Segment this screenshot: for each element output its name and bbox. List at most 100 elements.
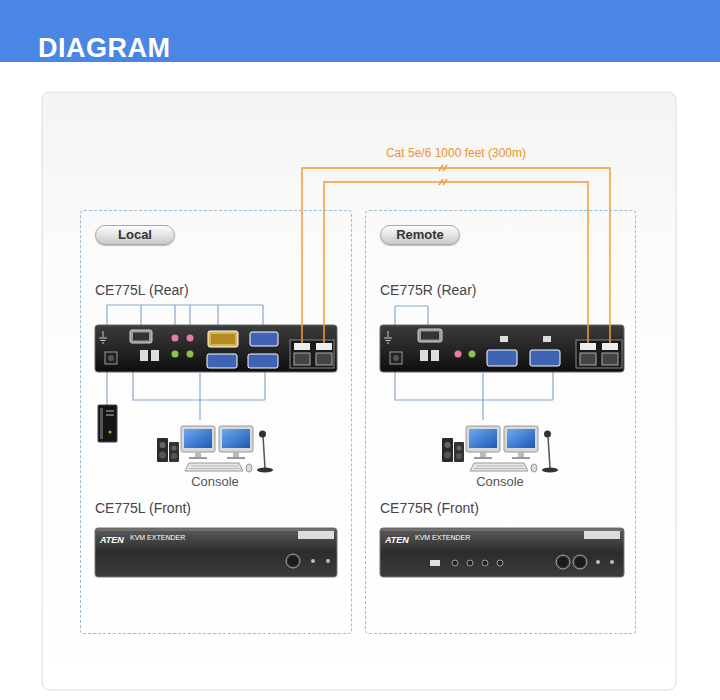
signal-wire xyxy=(107,372,265,405)
rear-unit xyxy=(290,340,334,368)
cable-label: Cat 5e/6 1000 feet (300m) xyxy=(386,146,526,160)
front-unit xyxy=(95,528,337,577)
console-figure xyxy=(474,466,526,469)
rear-unit xyxy=(487,350,517,366)
rear-unit xyxy=(172,351,179,358)
cable-wire xyxy=(439,179,447,185)
rear-unit xyxy=(421,332,439,340)
console-figure xyxy=(259,431,266,438)
device-unit: CE775R (Rear) xyxy=(380,280,624,372)
console-figure xyxy=(157,426,273,473)
rear-unit xyxy=(250,332,278,346)
console-figure xyxy=(189,466,241,469)
console-figure xyxy=(169,442,179,462)
rear-unit xyxy=(151,350,159,361)
rear-unit xyxy=(543,336,551,342)
rear-unit xyxy=(316,353,332,365)
console-figure xyxy=(548,436,550,468)
console-figure xyxy=(456,453,462,459)
rear-unit xyxy=(420,350,428,361)
console-figure xyxy=(181,426,215,452)
console-figure xyxy=(507,429,535,448)
computer-tower xyxy=(98,405,117,442)
rear-unit xyxy=(211,334,235,344)
front-unit xyxy=(452,560,458,566)
rear-unit xyxy=(580,343,596,350)
rear-unit xyxy=(248,354,278,368)
rear-unit xyxy=(172,335,179,342)
console-figure xyxy=(544,431,551,438)
cable-wire xyxy=(324,182,588,280)
rear-unit xyxy=(208,331,238,347)
rear-unit xyxy=(187,351,194,358)
console-figure xyxy=(257,468,273,473)
computer-tower xyxy=(98,405,117,442)
rear-unit xyxy=(576,340,622,368)
front-unit xyxy=(97,530,335,531)
front-unit xyxy=(380,528,624,577)
console-figure xyxy=(531,464,537,472)
rear-unit xyxy=(393,355,399,361)
front-unit xyxy=(311,559,315,563)
wire-connector xyxy=(482,372,483,420)
console-figure xyxy=(184,429,212,448)
product-line-text: KVM EXTENDER xyxy=(130,533,185,542)
front-unit xyxy=(467,560,473,566)
rear-unit xyxy=(602,353,618,365)
front-unit xyxy=(558,557,568,567)
computer-tower xyxy=(100,408,103,439)
front-unit xyxy=(95,528,337,577)
console-figure xyxy=(454,442,464,462)
console-group: Console xyxy=(440,420,560,492)
console-figure xyxy=(172,446,177,451)
rear-unit xyxy=(390,352,402,364)
front-unit xyxy=(430,560,440,566)
front-unit xyxy=(556,555,570,569)
console-figure xyxy=(518,452,524,457)
front-unit xyxy=(610,560,614,564)
front-unit xyxy=(596,560,600,564)
console-label: Console xyxy=(191,474,239,490)
console-figure xyxy=(195,452,201,457)
console-figure xyxy=(222,429,250,448)
front-unit xyxy=(380,528,624,577)
rear-unit xyxy=(105,352,117,364)
console-figure xyxy=(185,463,243,471)
brand-logo-text: ATEN xyxy=(385,535,409,546)
console-figure xyxy=(442,438,453,462)
front-unit xyxy=(298,531,334,539)
rear-unit xyxy=(602,343,618,350)
console-figure xyxy=(219,426,253,452)
rear-unit xyxy=(108,355,114,361)
console-figure xyxy=(189,457,207,459)
rear-unit xyxy=(316,343,332,350)
computer-tower xyxy=(106,414,114,416)
console-figure xyxy=(227,457,245,459)
cable-wire xyxy=(324,165,588,280)
front-unit xyxy=(382,530,622,531)
console-figure xyxy=(246,464,252,472)
device-label: CE775L (Front) xyxy=(95,500,191,517)
cable-connector xyxy=(302,168,610,280)
front-unit xyxy=(482,560,488,566)
rear-unit xyxy=(130,330,152,343)
console-figure xyxy=(474,457,492,459)
rear-unit xyxy=(384,331,392,343)
device-label: CE775R (Rear) xyxy=(380,282,476,299)
rear-unit xyxy=(500,336,508,342)
rear-unit xyxy=(187,335,194,342)
region-pill-label: Local xyxy=(95,225,175,245)
rear-unit xyxy=(294,353,310,365)
rear-unit xyxy=(207,354,237,368)
rear-unit xyxy=(530,350,560,366)
cable-wire xyxy=(302,280,610,343)
front-unit xyxy=(584,531,620,539)
console-figure xyxy=(263,436,265,468)
rear-unit xyxy=(294,343,310,350)
console-figure xyxy=(445,442,451,448)
console-group: Console xyxy=(155,420,275,492)
region-pill-label: Remote xyxy=(380,225,460,245)
device-unit: CE775L (Rear) xyxy=(95,280,337,372)
